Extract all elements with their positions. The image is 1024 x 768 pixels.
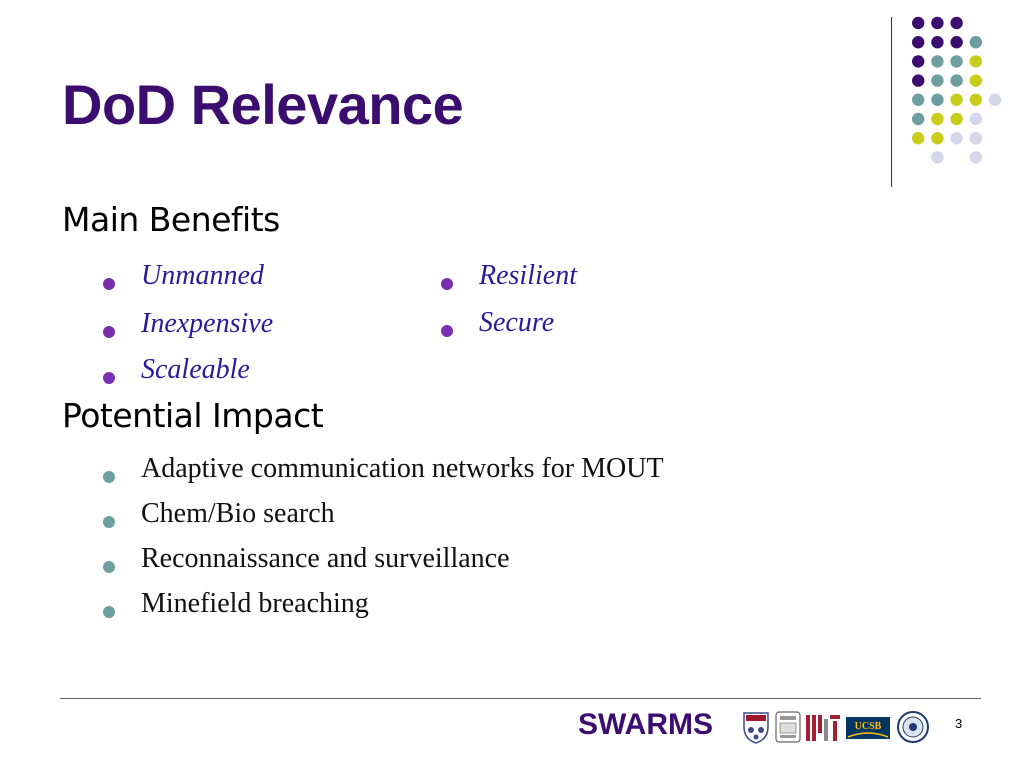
- decorative-dot: [912, 112, 925, 126]
- list-item: Adaptive communication networks for MOUT: [103, 453, 664, 484]
- penn-shield-icon: [743, 712, 769, 744]
- benefit-text: Scaleable: [141, 354, 250, 385]
- header-divider: [891, 17, 892, 187]
- decorative-dot: [912, 36, 925, 49]
- list-item: Reconnaissance and surveillance: [103, 543, 510, 574]
- decorative-dot: [950, 132, 963, 145]
- decorative-dot: [931, 36, 944, 49]
- list-item: Minefield breaching: [103, 588, 369, 619]
- list-item: Resilient: [441, 260, 577, 291]
- decorative-dot: [931, 132, 944, 145]
- decorative-dot: [969, 151, 982, 164]
- decorative-dot: [988, 93, 1002, 107]
- decorative-dot: [912, 132, 925, 145]
- list-item: Chem/Bio search: [103, 498, 335, 529]
- decorative-dot: [912, 93, 925, 107]
- decorative-dot: [931, 16, 944, 30]
- decorative-dot: [931, 93, 944, 107]
- bullet-icon: [103, 516, 115, 528]
- decorative-dot: [931, 151, 944, 164]
- page-number: 3: [955, 716, 963, 731]
- bullet-icon: [441, 278, 453, 290]
- decorative-dot: [950, 93, 963, 107]
- decorative-dot: [950, 74, 963, 87]
- decorative-dot: [969, 36, 982, 49]
- partner-logos: UCSB: [743, 711, 929, 744]
- decorative-dot: [931, 55, 944, 68]
- decorative-dot: [912, 74, 925, 87]
- bullet-icon: [103, 561, 115, 573]
- brand-logo-text: SWARMS: [578, 708, 713, 741]
- benefit-text: Resilient: [479, 260, 577, 291]
- benefit-text: Secure: [479, 307, 555, 338]
- impact-text: Chem/Bio search: [141, 498, 335, 529]
- decorative-dot-grid-icon: [912, 16, 1002, 164]
- ucsb-logo-icon: UCSB: [846, 717, 890, 739]
- decorative-dot: [969, 112, 982, 126]
- decorative-dot: [969, 93, 982, 107]
- impact-text: Minefield breaching: [141, 588, 369, 619]
- bullet-icon: [103, 326, 115, 338]
- decorative-dot: [950, 55, 963, 68]
- impact-text: Reconnaissance and surveillance: [141, 543, 510, 574]
- slide-title: DoD Relevance: [62, 73, 464, 136]
- list-item: Scaleable: [103, 354, 250, 385]
- svg-text:UCSB: UCSB: [855, 721, 882, 732]
- decorative-dot: [969, 132, 982, 145]
- decorative-dot: [912, 16, 925, 30]
- decorative-dot: [969, 74, 982, 87]
- bullet-icon: [103, 278, 115, 290]
- list-item: Secure: [441, 307, 554, 338]
- footer-divider: [60, 698, 981, 699]
- list-item: Inexpensive: [103, 308, 273, 339]
- decorative-dot: [931, 74, 944, 87]
- decorative-dot: [969, 55, 982, 68]
- bullet-icon: [103, 606, 115, 618]
- decorative-dot: [912, 55, 925, 68]
- decorative-dot: [950, 16, 963, 30]
- cornell-seal-icon: [775, 711, 801, 743]
- university-seal-icon: [897, 711, 929, 743]
- impact-text: Adaptive communication networks for MOUT: [141, 453, 664, 484]
- decorative-dot: [931, 112, 944, 126]
- bullet-icon: [103, 471, 115, 483]
- list-item: Unmanned: [103, 260, 264, 291]
- benefits-heading: Main Benefits: [62, 200, 280, 239]
- bullet-icon: [441, 325, 453, 337]
- mit-logo-icon: [806, 715, 840, 741]
- bullet-icon: [103, 372, 115, 384]
- decorative-dot: [950, 36, 963, 49]
- decorative-dot: [950, 112, 963, 126]
- benefit-text: Unmanned: [141, 260, 264, 291]
- benefit-text: Inexpensive: [141, 308, 274, 339]
- impact-heading: Potential Impact: [62, 396, 324, 435]
